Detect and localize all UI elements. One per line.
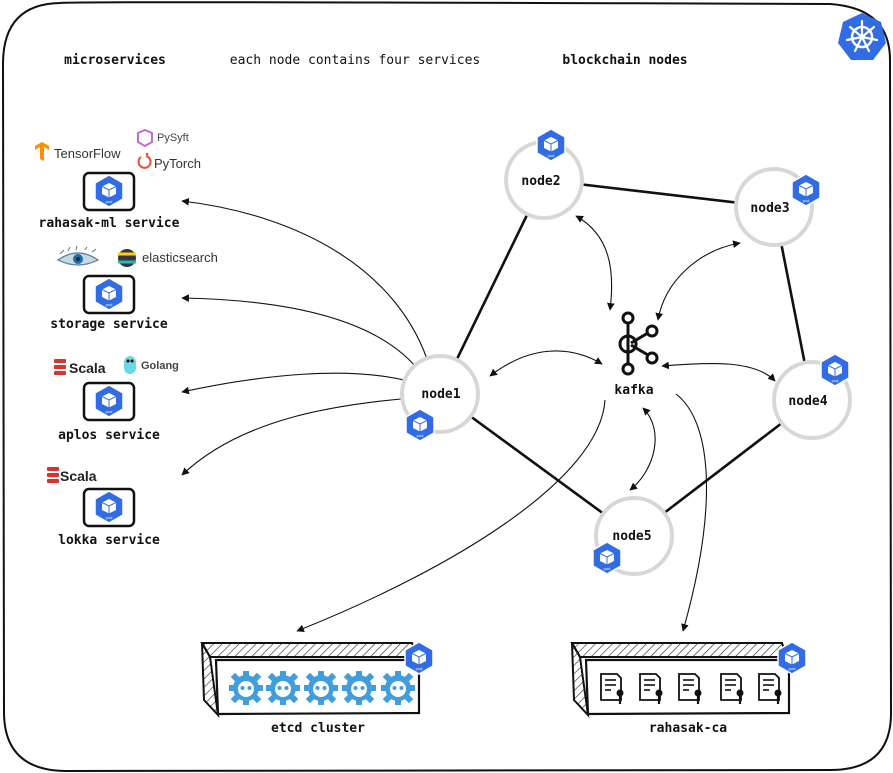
rahasak-ca-label: rahasak-ca: [649, 721, 727, 736]
pod-icon: [94, 174, 124, 208]
header-note: each node contains four services: [230, 53, 480, 68]
scala-logo: Scala: [47, 467, 97, 484]
etcd-icon: [229, 671, 263, 705]
pod-icon: [405, 408, 435, 442]
node-node1: node1: [400, 354, 480, 442]
golang-logo: Golang: [124, 356, 179, 374]
pod-icon: [592, 541, 622, 575]
svg-text:PySyft: PySyft: [157, 132, 189, 144]
etcd-icon: [381, 671, 415, 705]
svg-text:node3: node3: [750, 201, 789, 216]
etcd-cluster-label: etcd cluster: [271, 721, 365, 736]
svg-text:node4: node4: [788, 394, 827, 409]
service-label-rahasak-ml: rahasak-ml service: [39, 216, 180, 231]
certificate-icon: [677, 672, 703, 706]
cassandra-eye-icon: [56, 245, 100, 266]
certificate-icon: [599, 672, 625, 706]
header-blockchain-nodes: blockchain nodes: [562, 53, 687, 68]
kafka-label: kafka: [614, 383, 653, 398]
certificate-icon: [757, 672, 783, 706]
pod-icon: [94, 277, 124, 311]
certificate-icon: [638, 672, 664, 706]
etcd-icon: [304, 671, 338, 705]
pod-icon: [791, 173, 821, 207]
scala-logo: Scala: [54, 359, 106, 376]
pytorch-logo: PyTorch: [137, 152, 201, 171]
pod-icon: [94, 384, 124, 418]
svg-text:Scala: Scala: [69, 360, 106, 376]
service-label-lokka: lokka service: [58, 533, 160, 548]
etcd-cluster-box: [200, 641, 434, 718]
tensorflow-logo: TensorFlow: [35, 142, 121, 161]
node-node3: node3: [734, 167, 821, 247]
etcd-icon: [266, 671, 300, 705]
svg-text:TensorFlow: TensorFlow: [54, 146, 121, 161]
pod-icon: [94, 490, 124, 524]
kafka-arrows: [296, 215, 776, 633]
elasticsearch-logo: elasticsearch: [118, 249, 218, 267]
pysyft-logo: PySyft: [137, 128, 189, 148]
rahasak-ca-box: [570, 641, 807, 718]
kubernetes-icon: [838, 13, 886, 60]
svg-text:Scala: Scala: [60, 468, 97, 484]
svg-text:elasticsearch: elasticsearch: [142, 250, 218, 265]
node-node4: node4: [772, 353, 852, 440]
pod-icon: [404, 641, 434, 675]
pod-icon: [536, 128, 566, 162]
svg-text:node2: node2: [521, 174, 560, 189]
svg-text:Golang: Golang: [141, 360, 179, 372]
node-node2: node2: [504, 128, 584, 220]
svg-text:PyTorch: PyTorch: [154, 156, 201, 171]
node-node5: node5: [592, 496, 674, 576]
header-microservices: microservices: [64, 53, 166, 68]
pod-icon: [777, 641, 807, 675]
svg-text:node5: node5: [612, 529, 651, 544]
svg-text:node1: node1: [421, 387, 460, 402]
pod-icon: [820, 353, 850, 387]
service-label-storage: storage service: [50, 317, 168, 332]
service-arrows: [181, 197, 431, 476]
etcd-icon: [342, 671, 376, 705]
certificate-icon: [719, 672, 745, 706]
service-label-aplos: aplos service: [58, 428, 160, 443]
kafka-icon: [618, 311, 659, 376]
